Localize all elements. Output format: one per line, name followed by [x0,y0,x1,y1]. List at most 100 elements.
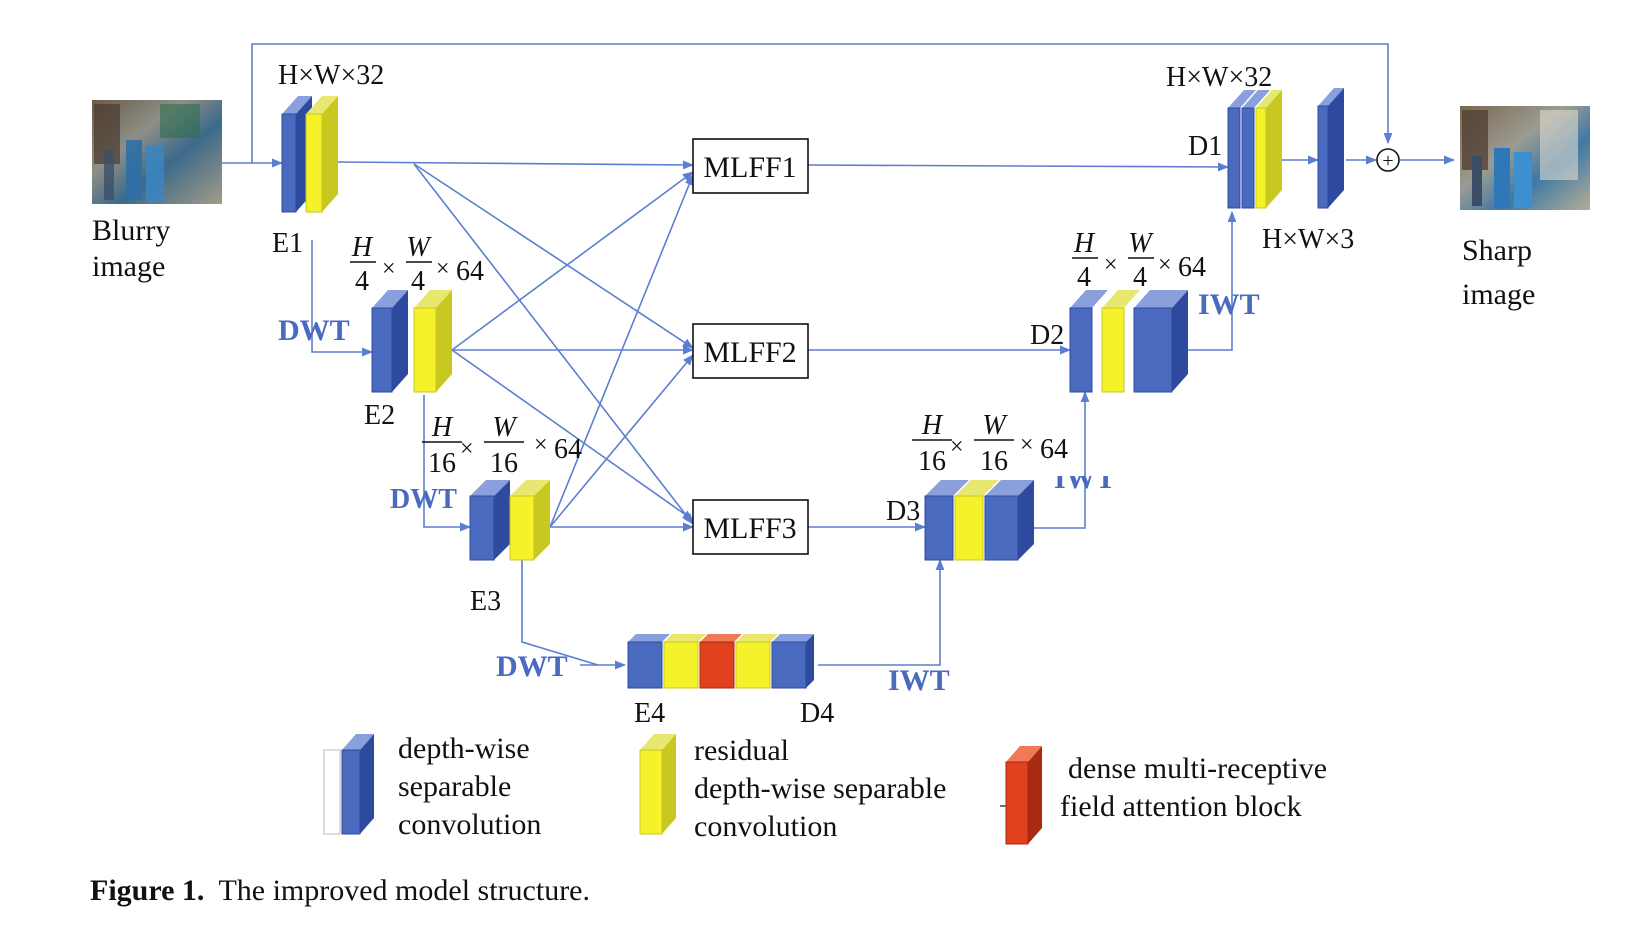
d2-dims: H 4 × W 4 × 64 [1072,228,1206,293]
input-label-line1: Blurry [92,214,170,247]
legend-dmrfa-swatch [1000,746,1042,845]
legend-dmrfa: dense multi-receptive field attention bl… [1000,746,1327,845]
sharp-image [1460,106,1590,210]
figure-caption-prefix: Figure 1. [90,874,205,907]
blurry-image [92,100,222,204]
svg-text:IWT: IWT [1054,462,1116,495]
iwt-label-middle: IWT [1198,288,1260,321]
d2-iwt-path [1188,210,1237,351]
legend-dwsc: depth-wise separable convolution [323,732,541,841]
d4-name: D4 [800,698,834,729]
svg-text:16: 16 [918,446,946,477]
e3-dwt-path [521,560,599,666]
legend-rdwsc-line3: convolution [694,810,837,843]
iwt-label-partial: IWT [1054,462,1116,495]
svg-text:64: 64 [456,256,484,287]
d3-name: D3 [886,496,920,527]
svg-text:64: 64 [1040,434,1068,465]
e2-name: E2 [364,400,395,431]
svg-text:×: × [1104,252,1118,278]
legend-dwsc-line1: depth-wise [398,732,530,765]
e1-to-mlff2-arrow [413,163,694,349]
legend-rdwsc: residual depth-wise separable convolutio… [639,734,946,843]
svg-text:×: × [534,432,548,458]
svg-text:4: 4 [355,266,369,297]
mlff2-box: MLFF2 [692,323,809,379]
e3-block [469,480,550,561]
legend-dmrfa-line2: field attention block [1060,790,1302,823]
figure-caption: Figure 1. The improved model structure. [90,874,590,908]
mlff3-box: MLFF3 [692,499,809,555]
bottleneck-block [627,634,814,689]
e4-name: E4 [634,698,665,729]
svg-text:MLFF2: MLFF2 [703,336,796,369]
legend-dwsc-swatch [323,734,374,835]
svg-text:16: 16 [980,446,1008,477]
svg-text:W: W [492,412,518,443]
svg-text:×: × [382,256,396,282]
output-label-line1: Sharp [1462,234,1532,267]
svg-text:×: × [436,256,450,282]
dwt-label-3: DWT [496,650,568,683]
svg-text:H: H [431,412,454,443]
d3-block [924,480,1034,561]
svg-text:4: 4 [1077,262,1091,293]
global-skip-line [251,43,1393,163]
svg-text:×: × [1020,432,1034,458]
e2-dwt-path [423,395,472,532]
svg-text:×: × [460,436,474,462]
e1-dims: H×W×32 [278,60,384,91]
e1-name: E1 [272,228,303,259]
svg-text:×: × [1158,252,1172,278]
svg-text:H: H [351,232,374,263]
figure-caption-text: The improved model structure. [218,874,590,907]
svg-text:H: H [1073,228,1096,259]
e2-to-mlff1-arrow [451,171,694,351]
svg-text:W: W [982,410,1008,441]
output-conv-block [1317,88,1344,209]
output-dims: H×W×3 [1262,224,1354,255]
svg-text:MLFF1: MLFF1 [703,151,796,184]
add-operator: + [1376,148,1400,172]
e3-to-mlff1-arrow [549,173,694,528]
legend-dmrfa-line1: dense multi-receptive [1068,752,1327,785]
iwt-label-bottom: IWT [888,664,950,697]
svg-text:H: H [921,410,944,441]
d3-dims: H 16 × W 16 × 64 [912,410,1068,477]
d4-iwt-path [818,558,945,666]
svg-text:MLFF3: MLFF3 [703,512,796,545]
d2-name: D2 [1030,320,1064,351]
d2-block [1069,290,1188,393]
output-label-line2: image [1462,278,1535,311]
e3-dims: H 16 × W 16 × 64 [422,412,582,479]
legend-dwsc-line2: separable [398,770,511,803]
svg-text:4: 4 [411,266,425,297]
dwt-label-2: DWT [390,484,457,515]
svg-text:16: 16 [490,448,518,479]
svg-text:4: 4 [1133,262,1147,293]
legend-rdwsc-line2: depth-wise separable [694,772,946,805]
svg-text:W: W [1128,228,1154,259]
e2-dims: H 4 × W 4 × 64 [350,232,484,297]
e1-block [281,96,338,213]
d1-dims: H×W×32 [1166,62,1272,93]
e3-name: E3 [470,586,501,617]
mlff1-to-d1-arrow [807,162,1230,172]
d1-block [1227,90,1282,209]
d3-iwt-path [1034,390,1090,529]
d1-name: D1 [1188,131,1222,162]
e1-dwt-path [311,240,374,357]
svg-text:64: 64 [554,434,582,465]
e1-to-mlff3-arrow [413,163,694,525]
input-label-line2: image [92,250,165,283]
e1-to-mlff1-arrow [335,160,695,170]
legend-rdwsc-line1: residual [694,734,789,767]
legend-dwsc-line3: convolution [398,808,541,841]
svg-text:16: 16 [428,448,456,479]
e2-block [371,290,452,393]
dwt-label-1: DWT [278,314,350,347]
svg-text:W: W [406,232,432,263]
svg-text:64: 64 [1178,252,1206,283]
e2-to-mlff3-arrow [451,349,694,521]
